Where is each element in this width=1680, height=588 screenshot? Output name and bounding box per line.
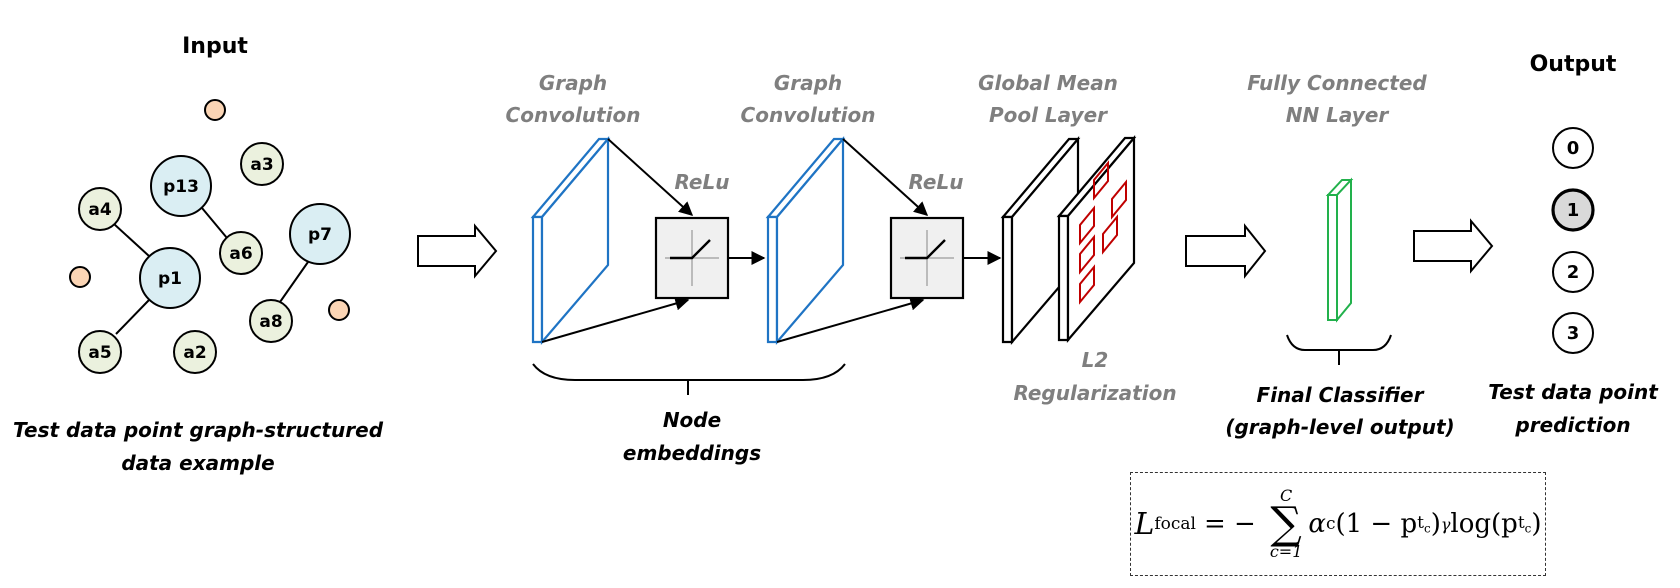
- graph-node-a5: a5: [78, 330, 122, 374]
- orphan-node: [204, 99, 226, 121]
- relu1-label: ReLu: [675, 170, 730, 194]
- conv2-plane: [765, 135, 846, 345]
- svg-text:3: 3: [1567, 323, 1580, 344]
- flow-arrow-icon: [1185, 223, 1267, 279]
- output-class-2: 2: [1552, 251, 1594, 293]
- pool-plane: [1000, 135, 1081, 345]
- l2-label-line1: L2: [1082, 348, 1109, 372]
- orphan-node: [328, 299, 350, 321]
- svg-text:p1: p1: [158, 269, 182, 289]
- output-class-3: 3: [1552, 312, 1594, 354]
- relu1-box: [654, 216, 730, 300]
- input-title: Input: [182, 34, 248, 59]
- fc-label-line1: Fully Connected: [1247, 71, 1427, 95]
- classifier-label-line1: Final Classifier: [1257, 383, 1425, 407]
- svg-text:0: 0: [1567, 138, 1580, 159]
- svg-text:a6: a6: [229, 244, 252, 264]
- flow-arrow-icon: [1413, 218, 1494, 274]
- relu-curve-icon: [670, 239, 711, 260]
- formula-sum-lower: c=1: [1269, 542, 1303, 561]
- graph-node-p7: p7: [289, 203, 351, 265]
- output-title: Output: [1530, 52, 1617, 77]
- input-graph: p13 p1 p7 a3 a4 a6 a8 a5: [69, 99, 351, 374]
- formula-sum-upper: C: [1279, 486, 1293, 505]
- conv1-plane: [530, 135, 611, 345]
- svg-text:a2: a2: [183, 343, 206, 363]
- output-caption-line1: Test data point: [1488, 380, 1659, 404]
- formula-lhs-sub: focal: [1154, 514, 1196, 534]
- l2-label-line2: Regularization: [1013, 381, 1176, 405]
- formula-alpha-sub: c: [1325, 514, 1336, 534]
- pool-label-line1: Global Mean: [978, 71, 1118, 95]
- output-class-1-predicted: 1: [1551, 188, 1595, 232]
- svg-text:a3: a3: [250, 155, 273, 175]
- pool-label-line2: Pool Layer: [989, 103, 1108, 127]
- conv1-label-line1: Graph: [539, 71, 607, 95]
- orphan-node: [69, 266, 91, 288]
- conv2-to-relu2-arrow: [842, 138, 929, 216]
- svg-text:a8: a8: [259, 312, 282, 332]
- svg-text:a4: a4: [88, 200, 111, 220]
- formula-alpha: α: [1308, 509, 1326, 539]
- graph-node-p1: p1: [139, 247, 201, 309]
- l2-regularization-plane: [1056, 134, 1137, 343]
- svg-text:p13: p13: [163, 177, 199, 197]
- output-caption-line2: prediction: [1514, 413, 1630, 437]
- classifier-brace: [1286, 334, 1392, 351]
- graph-node-p13: p13: [150, 155, 212, 217]
- conv2-label-line2: Convolution: [741, 103, 876, 127]
- svg-text:2: 2: [1567, 262, 1580, 283]
- flow-arrow-icon: [417, 223, 498, 279]
- relu-curve-icon: [905, 239, 946, 260]
- node-embeddings-label-line2: embeddings: [623, 441, 761, 465]
- svg-text:p7: p7: [308, 225, 332, 245]
- formula-log: log(p: [1450, 509, 1518, 539]
- svg-text:1: 1: [1567, 200, 1580, 221]
- formula-exponent: γ: [1440, 514, 1451, 534]
- formula-body: (1 − p: [1335, 509, 1418, 539]
- conv1-label-line2: Convolution: [506, 103, 641, 127]
- graph-node-a6: a6: [219, 231, 263, 275]
- graph-edge: [113, 223, 150, 257]
- node-embeddings-brace: [532, 363, 846, 381]
- graph-edge: [201, 207, 228, 239]
- relu2-box: [889, 216, 965, 300]
- input-caption-line2: data example: [121, 451, 274, 475]
- sum-icon: ∑: [1270, 498, 1302, 549]
- conv2-to-relu2-arrow: [776, 296, 925, 343]
- graph-node-a2: a2: [173, 330, 217, 374]
- formula-body-sub: tc: [1417, 512, 1431, 536]
- conv1-to-relu1-arrow: [607, 138, 694, 216]
- formula-sum: C ∑ c=1: [1270, 488, 1303, 560]
- graph-node-a8: a8: [249, 299, 293, 343]
- svg-text:a5: a5: [88, 343, 111, 363]
- formula-log-sub: tc: [1517, 512, 1532, 536]
- input-caption-line1: Test data point graph-structured: [13, 418, 384, 442]
- graph-node-a4: a4: [78, 187, 122, 231]
- formula-equals: = −: [1203, 509, 1256, 539]
- graph-edge: [115, 299, 150, 335]
- fc-label-line2: NN Layer: [1286, 103, 1390, 127]
- classifier-label-line2: (graph-level output): [1225, 415, 1454, 439]
- graph-edge: [279, 261, 309, 303]
- output-class-0: 0: [1552, 127, 1594, 169]
- node-embeddings-label-line1: Node: [663, 408, 721, 432]
- fc-layer-bar: [1325, 177, 1354, 323]
- graph-node-a3: a3: [240, 142, 284, 186]
- l2-weight-marks: [1079, 160, 1127, 305]
- formula-body-close: ): [1430, 509, 1441, 539]
- relu2-label: ReLu: [909, 170, 964, 194]
- formula-log-close: ): [1531, 509, 1542, 539]
- conv1-to-relu1-arrow: [541, 296, 690, 343]
- conv2-label-line1: Graph: [774, 71, 842, 95]
- formula-lhs: L: [1134, 506, 1155, 542]
